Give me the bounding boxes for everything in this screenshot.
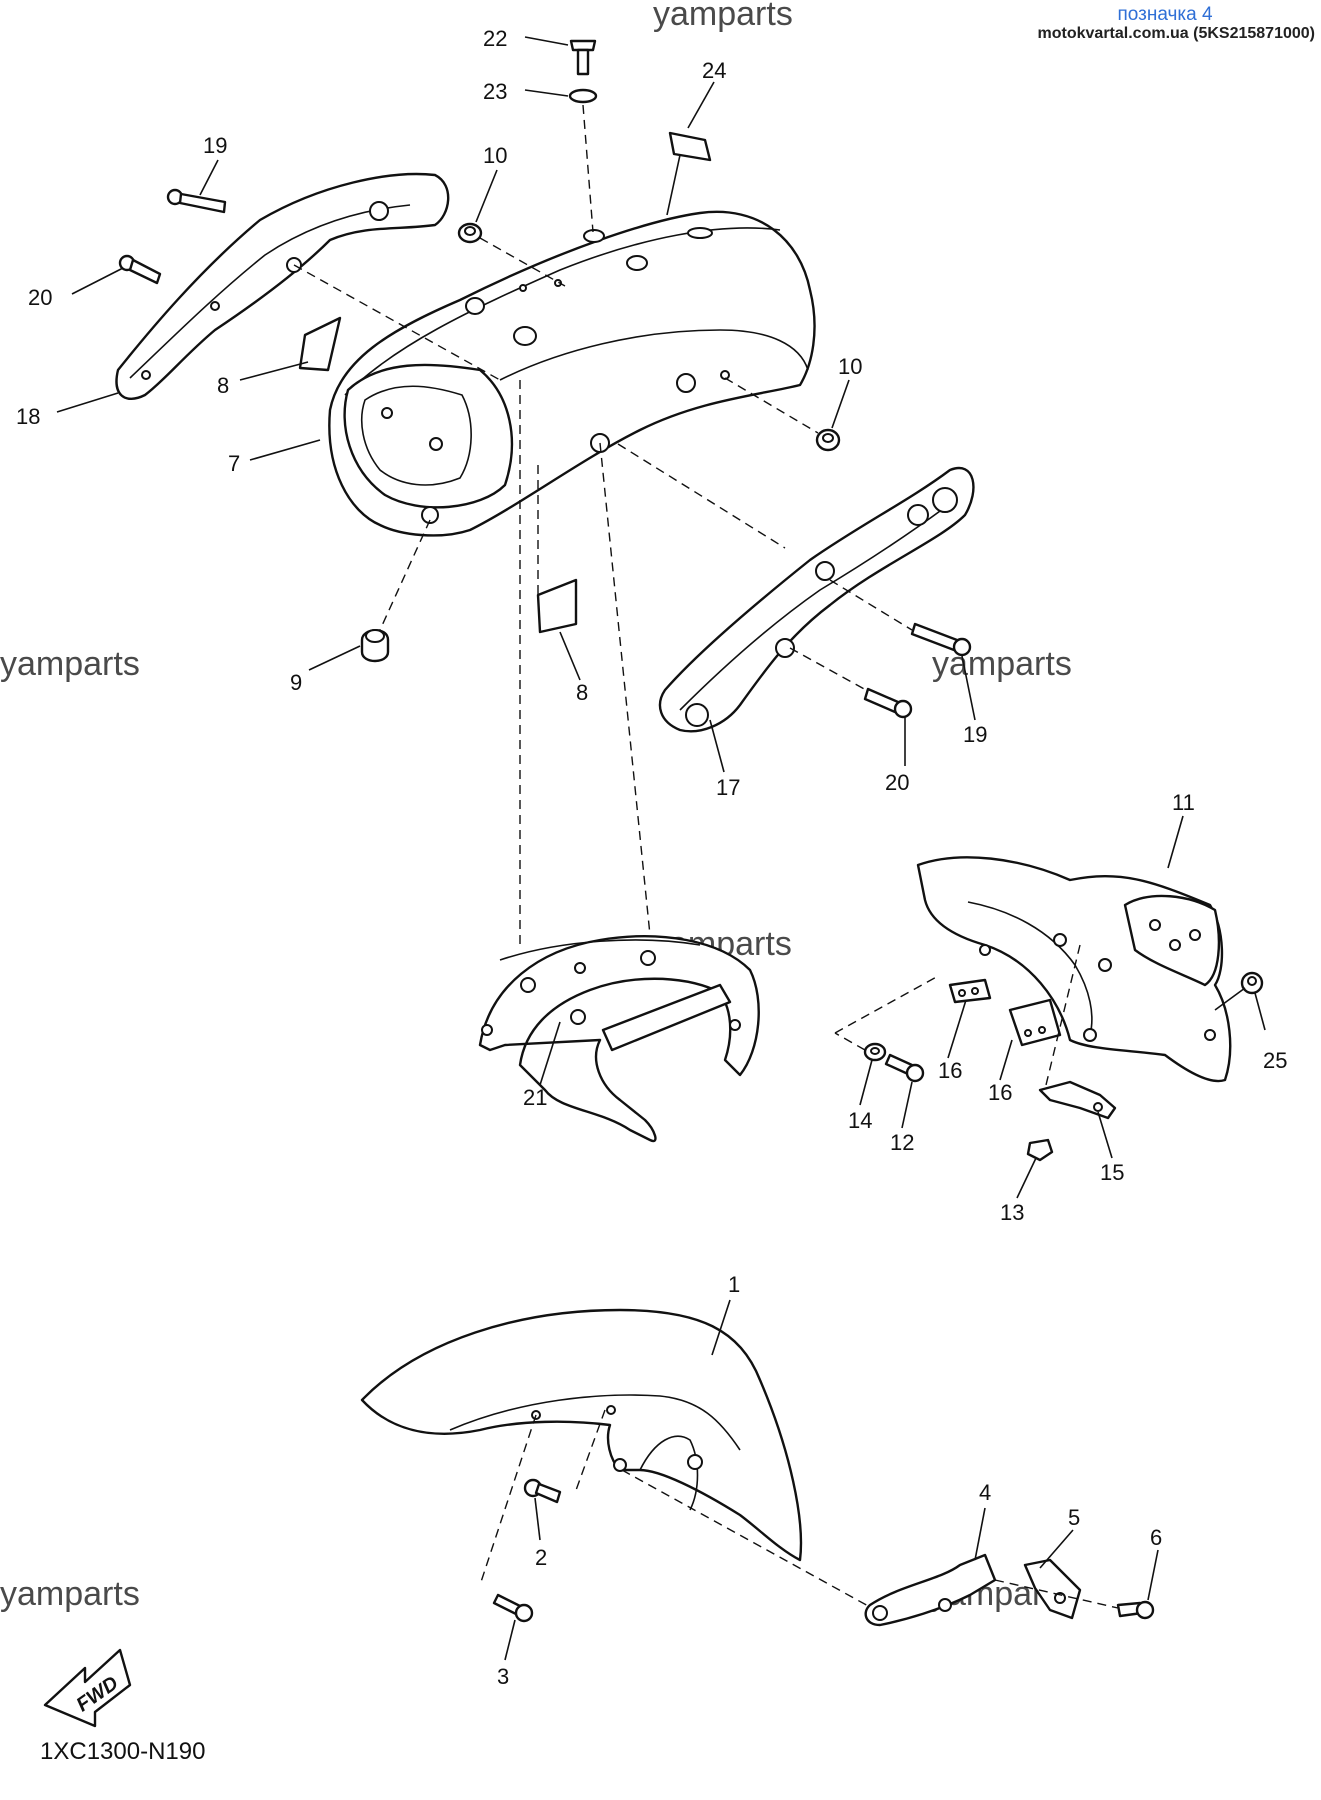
callout-10: 10 bbox=[483, 143, 507, 168]
stay-4 bbox=[864, 1553, 997, 1627]
grab-bar-left bbox=[115, 172, 450, 400]
bracket-15 bbox=[1038, 1080, 1117, 1120]
callout-2: 2 bbox=[535, 1545, 547, 1570]
callout-5: 5 bbox=[1068, 1505, 1080, 1530]
bolt-6 bbox=[1116, 1600, 1155, 1620]
bolt-19-right bbox=[910, 622, 972, 657]
callout-1: 1 bbox=[728, 1272, 740, 1297]
callout-16: 16 bbox=[938, 1058, 962, 1083]
callout-24: 24 bbox=[702, 58, 726, 83]
warning-label-24 bbox=[668, 131, 712, 162]
grommet-10-top bbox=[457, 222, 483, 244]
watermark: yamparts bbox=[0, 1575, 140, 1613]
callout-7: 7 bbox=[228, 451, 240, 476]
callout-21: 21 bbox=[523, 1085, 547, 1110]
callout-9: 9 bbox=[290, 670, 302, 695]
callout-25: 25 bbox=[1263, 1048, 1287, 1073]
callout-11: 11 bbox=[1172, 790, 1195, 815]
fwd-arrow-icon: FWD bbox=[43, 1648, 132, 1728]
watermark: yamparts bbox=[0, 645, 140, 683]
callout-17: 17 bbox=[716, 775, 740, 800]
callout-20: 20 bbox=[885, 770, 909, 795]
watermark: yamparts bbox=[653, 0, 793, 33]
bolt-22 bbox=[569, 39, 597, 76]
bolt-2 bbox=[523, 1478, 562, 1504]
bolt-3 bbox=[492, 1593, 534, 1623]
page-label: позначка 4 bbox=[1117, 4, 1213, 25]
damper-16-right bbox=[1008, 998, 1062, 1047]
washer-14 bbox=[863, 1042, 887, 1062]
callout-18: 18 bbox=[16, 404, 40, 429]
callout-12: 12 bbox=[890, 1130, 914, 1155]
callout-19: 19 bbox=[203, 133, 227, 158]
bolt-19-left bbox=[166, 188, 227, 214]
callout-10: 10 bbox=[838, 354, 862, 379]
callout-4: 4 bbox=[979, 1480, 991, 1505]
callout-3: 3 bbox=[497, 1664, 509, 1689]
damper-16-left bbox=[948, 978, 992, 1004]
grommet-9 bbox=[360, 629, 390, 663]
nut-13 bbox=[1026, 1138, 1054, 1162]
callout-22: 22 bbox=[483, 26, 507, 51]
callout-13: 13 bbox=[1000, 1200, 1024, 1225]
label-8-upper bbox=[298, 316, 342, 372]
bolt-12 bbox=[884, 1053, 925, 1083]
bolt-20-right bbox=[863, 687, 913, 719]
bolt-20-left bbox=[118, 254, 162, 285]
callout-19: 19 bbox=[963, 722, 987, 747]
callout-6: 6 bbox=[1150, 1525, 1162, 1550]
front-fender bbox=[360, 1308, 803, 1562]
rear-fender bbox=[328, 210, 816, 537]
fender-stay bbox=[478, 935, 760, 1143]
callout-16: 16 bbox=[988, 1080, 1012, 1105]
callout-8: 8 bbox=[576, 680, 588, 705]
callout-14: 14 bbox=[848, 1108, 872, 1133]
callout-20: 20 bbox=[28, 285, 52, 310]
washer-23 bbox=[568, 88, 598, 104]
clip-25 bbox=[1240, 971, 1264, 995]
grab-bar-right bbox=[658, 466, 975, 733]
inner-fender bbox=[916, 856, 1232, 1083]
stay-5 bbox=[1023, 1558, 1082, 1620]
source-label[interactable]: motokvartal.com.ua (5KS215871000) bbox=[1037, 25, 1315, 42]
grommet-10-right bbox=[815, 428, 841, 452]
diagram-code: 1XC1300-N190 bbox=[40, 1738, 206, 1765]
label-8-lower bbox=[536, 578, 578, 634]
callout-23: 23 bbox=[483, 79, 507, 104]
callout-15: 15 bbox=[1100, 1160, 1124, 1185]
callout-8: 8 bbox=[217, 373, 229, 398]
